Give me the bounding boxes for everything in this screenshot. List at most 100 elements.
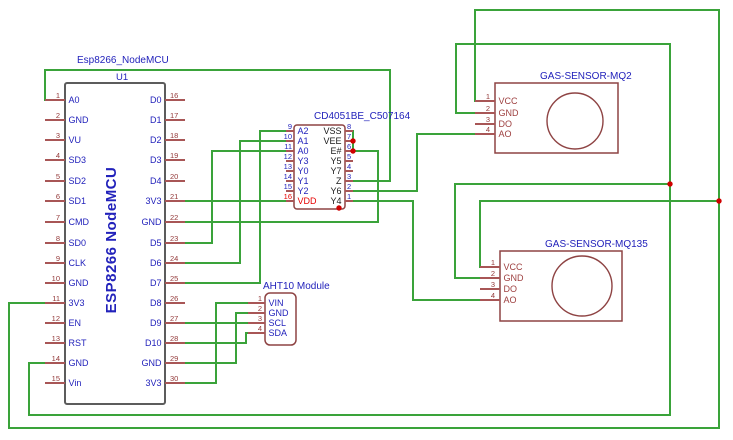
aht10-module-pin-number: 1: [258, 294, 262, 303]
esp8266-nodemcu-chip-pin-number: 7: [56, 213, 60, 222]
wire-y4-to-mq135-ao[interactable]: [352, 200, 481, 301]
esp8266-nodemcu-chip-pin-label: D6: [150, 258, 162, 268]
wire-gnd-to-enable[interactable]: [184, 150, 379, 223]
junction-dot: [350, 138, 356, 144]
esp8266-nodemcu-chip-pin-number: 18: [170, 131, 178, 140]
gas-sensor-mq135-pin-label: AO: [504, 295, 517, 305]
esp8266-nodemcu-chip-pin-label: RST: [69, 338, 88, 348]
esp8266-nodemcu-chip-pin-number: 17: [170, 111, 178, 120]
esp8266-nodemcu-chip-pin-label: D2: [150, 135, 162, 145]
cd4051be-multiplexer-chip-pin-label: E#: [330, 146, 341, 156]
esp8266-nodemcu-chip-inner-label: ESP8266 NodeMCU: [103, 167, 120, 314]
cd4051be-multiplexer-chip-pin-label: VDD: [298, 196, 318, 206]
esp8266-nodemcu-chip-pin-number: 24: [170, 254, 178, 263]
esp8266-nodemcu-chip-pin-label: D7: [150, 278, 162, 288]
esp8266-nodemcu-chip-pin-label: D8: [150, 298, 162, 308]
esp8266-nodemcu-chip-pin-number: 22: [170, 213, 178, 222]
aht10-module-pin-label: GND: [269, 308, 290, 318]
cd4051be-multiplexer-chip-pin-number: 8: [347, 122, 351, 131]
esp8266-nodemcu-chip-pin-label: D10: [145, 338, 162, 348]
esp8266-nodemcu-chip-pin-label: D9: [150, 318, 162, 328]
cd4051be-multiplexer-chip-title: CD4051BE_C507164: [314, 111, 411, 122]
esp8266-nodemcu-chip-pin-label: Vin: [69, 378, 82, 388]
wire-y6-to-mq2-ao[interactable]: [352, 133, 476, 192]
aht10-module-body[interactable]: [264, 292, 297, 346]
esp8266-nodemcu-chip-pin-label: EN: [69, 318, 82, 328]
wire-d7-to-a2[interactable]: [184, 130, 287, 284]
cd4051be-multiplexer-chip-pin-label: A1: [298, 136, 309, 146]
esp8266-nodemcu-chip-refdes: U1: [116, 72, 128, 83]
gas-sensor-mq135-pin-number: 1: [491, 258, 495, 267]
esp8266-nodemcu-chip-pin-number: 3: [56, 131, 60, 140]
cd4051be-multiplexer-chip-pin-label: Y1: [298, 176, 309, 186]
aht10-module-title: AHT10 Module: [263, 281, 330, 292]
esp8266-nodemcu-chip-pin-label: SD1: [69, 196, 87, 206]
esp8266-nodemcu-chip-pin-number: 28: [170, 334, 178, 343]
esp8266-nodemcu-chip-pin-number: 13: [52, 334, 60, 343]
esp8266-nodemcu-chip-pin-number: 6: [56, 192, 60, 201]
esp8266-nodemcu-chip-pin-number: 9: [56, 254, 60, 263]
junction-dot: [716, 198, 722, 204]
wire-3v3-main[interactable]: [8, 9, 720, 429]
cd4051be-multiplexer-chip-pin-number: 3: [347, 172, 351, 181]
wire-gnd-mq135[interactable]: [454, 183, 671, 279]
aht10-module-pin-label: SCL: [269, 318, 287, 328]
esp8266-nodemcu-chip-pin-number: 26: [170, 294, 178, 303]
cd4051be-multiplexer-chip-pin-label: Y6: [330, 186, 341, 196]
gas-sensor-mq2-sensor-window-circle: [546, 92, 604, 150]
esp8266-nodemcu-chip-pin-number: 8: [56, 234, 60, 243]
esp8266-nodemcu-chip-pin-label: CLK: [69, 258, 87, 268]
gas-sensor-mq135-pin-label: DO: [504, 284, 518, 294]
esp8266-nodemcu-chip-pin-number: 29: [170, 354, 178, 363]
cd4051be-multiplexer-chip-body[interactable]: [293, 124, 346, 210]
cd4051be-multiplexer-chip-pin-number: 11: [284, 142, 292, 151]
gas-sensor-mq2-pin-number: 4: [486, 125, 490, 134]
wire-gnd-main[interactable]: [28, 43, 671, 416]
cd4051be-multiplexer-chip-pin-label: A2: [298, 126, 309, 136]
cd4051be-multiplexer-chip-pin-number: 2: [347, 182, 351, 191]
esp8266-nodemcu-chip-pin-number: 25: [170, 274, 178, 283]
gas-sensor-mq2-pin-label: VCC: [499, 96, 519, 106]
esp8266-nodemcu-chip-pin-label: A0: [69, 95, 80, 105]
esp8266-nodemcu-chip-pin-label: GND: [69, 278, 90, 288]
cd4051be-multiplexer-chip-pin-label: A0: [298, 146, 309, 156]
junction-dot: [350, 148, 356, 154]
esp8266-nodemcu-chip-pin-number: 2: [56, 111, 60, 120]
esp8266-nodemcu-chip-pin-label: SD2: [69, 176, 87, 186]
cd4051be-multiplexer-chip-pin-number: 1: [347, 192, 351, 201]
cd4051be-multiplexer-chip-pin-label: VSS: [323, 126, 341, 136]
aht10-module-pin-number: 4: [258, 324, 262, 333]
gas-sensor-mq135-pin-number: 2: [491, 269, 495, 278]
gas-sensor-mq2-pin-label: GND: [499, 108, 520, 118]
wire-3v3-mq135-vcc[interactable]: [479, 200, 720, 268]
cd4051be-multiplexer-chip-pin-number: 5: [347, 152, 351, 161]
esp8266-nodemcu-chip-title: Esp8266_NodeMCU: [77, 55, 169, 66]
esp8266-nodemcu-chip-pin-label: D1: [150, 115, 162, 125]
esp8266-nodemcu-chip-pin-label: GND: [69, 358, 90, 368]
esp8266-nodemcu-chip-pin-label: 3V3: [145, 196, 161, 206]
cd4051be-multiplexer-chip-pin-label: Y7: [330, 166, 341, 176]
esp8266-nodemcu-chip-pin-number: 10: [52, 274, 60, 283]
esp8266-nodemcu-chip-pin-number: 27: [170, 314, 178, 323]
wire-gnd-to-aht10[interactable]: [184, 312, 249, 364]
cd4051be-multiplexer-chip-pin-number: 10: [284, 132, 292, 141]
esp8266-nodemcu-chip-pin-label: GND: [142, 217, 163, 227]
esp8266-nodemcu-chip-pin-label: D3: [150, 155, 162, 165]
wire-d5-to-a0[interactable]: [184, 150, 287, 244]
gas-sensor-mq135-sensor-window-circle: [551, 255, 613, 317]
gas-sensor-mq135-pin-number: 3: [491, 280, 495, 289]
wire-d6-to-a1[interactable]: [184, 140, 287, 264]
junction-dot: [336, 205, 342, 211]
junction-dot: [667, 181, 673, 187]
cd4051be-multiplexer-chip-pin-label: Y4: [330, 196, 341, 206]
gas-sensor-mq135-title: GAS-SENSOR-MQ135: [545, 239, 648, 250]
wire-3v3-to-aht10-vin[interactable]: [184, 302, 249, 384]
gas-sensor-mq135-pin-label: VCC: [504, 262, 524, 272]
gas-sensor-mq2-title: GAS-SENSOR-MQ2: [540, 71, 632, 82]
